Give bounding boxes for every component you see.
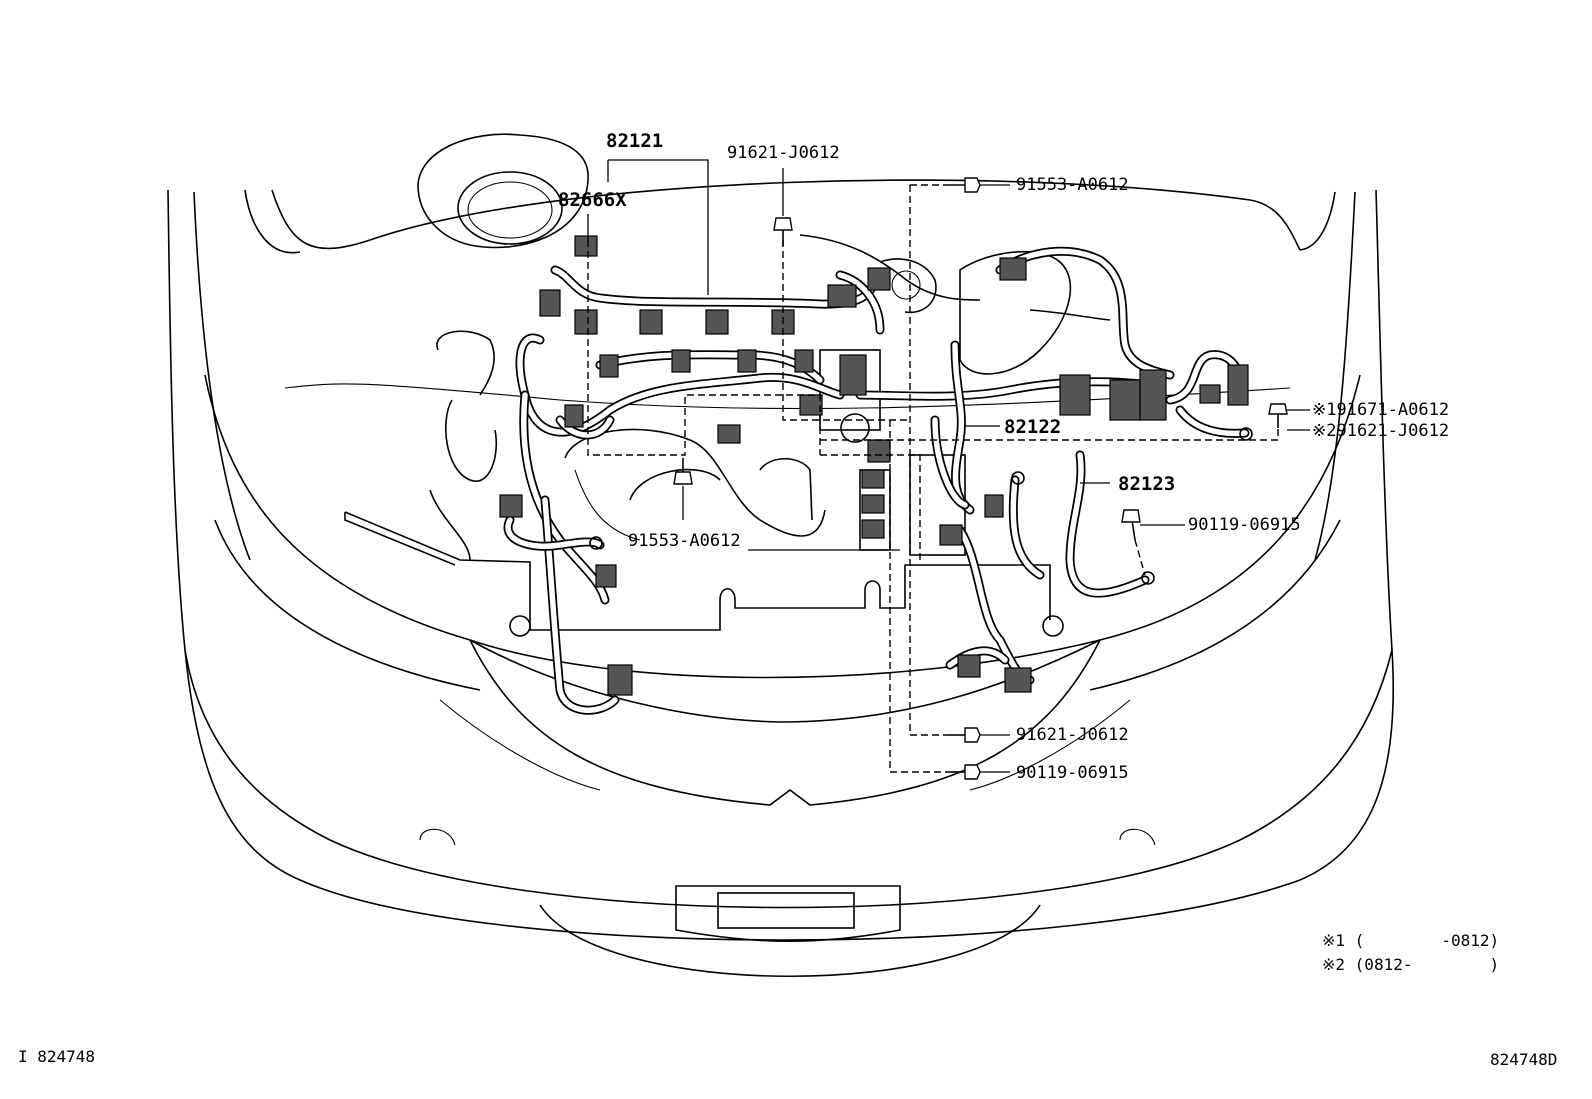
label-91553-a0612-mid: 91553-A0612 [628,531,741,551]
leader-lines [587,159,1310,773]
connector [1199,384,1221,404]
ring-terminal [1239,427,1253,441]
ground-terminal [840,413,870,443]
note-2: ※2 (0812- ) [1322,955,1499,974]
connector [984,494,1004,518]
ring-terminal [1011,471,1025,485]
connector [861,469,885,489]
connector [737,349,757,373]
connector [861,519,885,539]
connector [717,424,741,444]
connector [574,235,598,257]
connector [867,267,891,291]
label-91621-j0612-top: 91621-J0612 [727,143,840,163]
note-1: ※1 ( -0812) [1322,931,1499,950]
connector [671,349,691,373]
ring-terminal [1141,571,1155,585]
figure-id-right: 824748D [1490,1050,1557,1069]
label-82122: 82122 [1004,416,1061,438]
part-labels: 82121 82666X 91621-J0612 91553-A0612 821… [558,130,1449,783]
bolt-90119-bottom [950,764,981,780]
connector [799,394,823,416]
connector [957,654,981,678]
label-82121: 82121 [606,130,663,152]
bolts [673,177,1288,780]
harness-connectors [499,235,1253,696]
connector [639,309,663,335]
connector [499,494,523,518]
bolt-right-note [1268,403,1288,428]
connector [599,354,619,378]
connector [794,349,814,373]
dashed-reference-lines [587,184,1279,773]
connector [939,524,963,546]
connector [1109,379,1141,421]
connector [1227,364,1249,406]
label-90119-06915-mid: 90119-06915 [1188,515,1301,535]
wire-harness-82123 [945,450,1150,685]
connector [839,354,867,396]
applicability-notes: ※1 ( -0812) ※2 (0812- ) [1322,931,1499,974]
connector [867,439,891,463]
label-91671-a0612-note1: ※191671-A0612 [1312,400,1449,420]
bolt-91621-bottom [950,727,981,743]
connector [564,404,584,428]
wire-harness-82122 [930,340,975,515]
bolt-91553-mid [673,458,693,485]
connector [607,664,633,696]
connector [595,564,617,588]
connector [861,494,885,514]
air-cleaner [417,133,589,249]
ring-terminal [589,536,603,550]
bolt-90119-mid [1121,509,1141,541]
bolt-91621-top [773,217,793,246]
figure-id-left: I 824748 [18,1047,95,1066]
connector [1004,667,1032,693]
label-91621-j0612-note2: ※291621-J0612 [1312,421,1449,441]
label-91553-a0612-top: 91553-A0612 [1016,175,1129,195]
connector [1139,369,1167,421]
connector [705,309,729,335]
label-91621-j0612-bottom: 91621-J0612 [1016,725,1129,745]
label-90119-06915-bottom: 90119-06915 [1016,763,1129,783]
connector [827,284,857,308]
label-82666x: 82666X [558,189,627,211]
connector [574,309,598,335]
connector [999,257,1027,281]
bolt-91553-top [948,177,981,193]
connector [539,289,561,317]
connector [1059,374,1091,416]
label-82123: 82123 [1118,473,1175,495]
